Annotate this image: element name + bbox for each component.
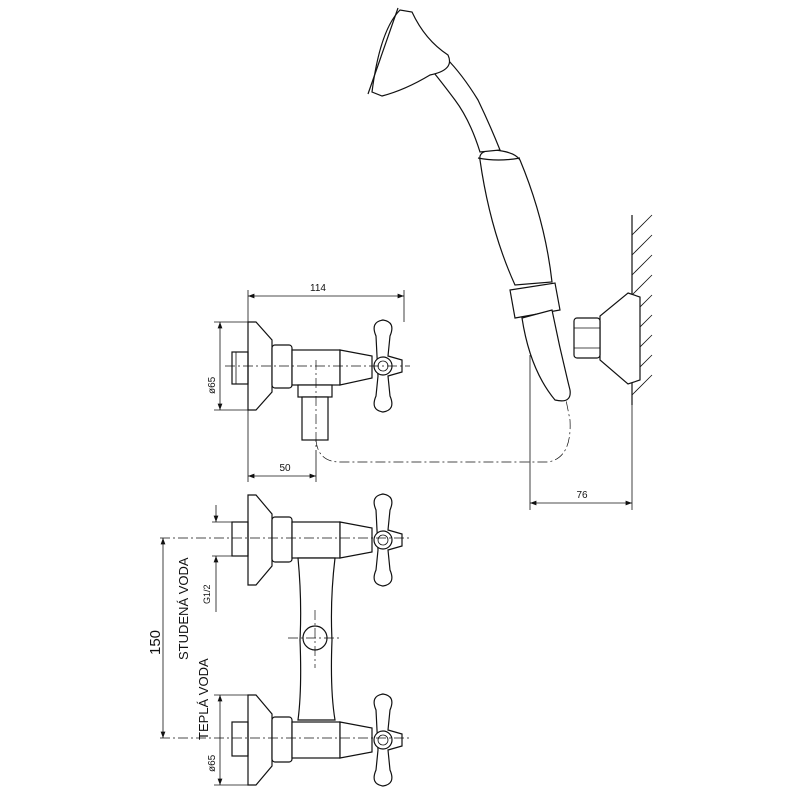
dimension-76: 76	[529, 355, 633, 510]
dimension-150: 150	[147, 538, 166, 738]
dimension-diameter-bottom: ø65	[207, 694, 248, 786]
shower-hose	[315, 399, 571, 463]
dimension-label: 76	[576, 490, 588, 501]
hand-shower	[367, 7, 571, 402]
thread-label: G1/2	[202, 584, 212, 604]
dimension-diameter-top: ø65	[207, 321, 248, 411]
cold-water-label: STUDENÁ VODA	[176, 557, 191, 660]
dimension-label: 50	[279, 463, 291, 474]
dimension-50: 50	[247, 410, 317, 482]
dimension-label: 150	[147, 630, 164, 655]
wall-bracket	[573, 292, 641, 385]
mixer-side-view	[225, 319, 410, 450]
dimension-label: 114	[310, 283, 326, 294]
dimension-thread: G1/2	[202, 505, 232, 612]
hot-water-label: TEPLÁ VODA	[196, 658, 211, 740]
dimension-114: 114	[247, 283, 405, 322]
mixer-front-view	[160, 493, 410, 787]
dimension-label: ø65	[207, 376, 218, 394]
dimension-label: ø65	[207, 754, 218, 772]
